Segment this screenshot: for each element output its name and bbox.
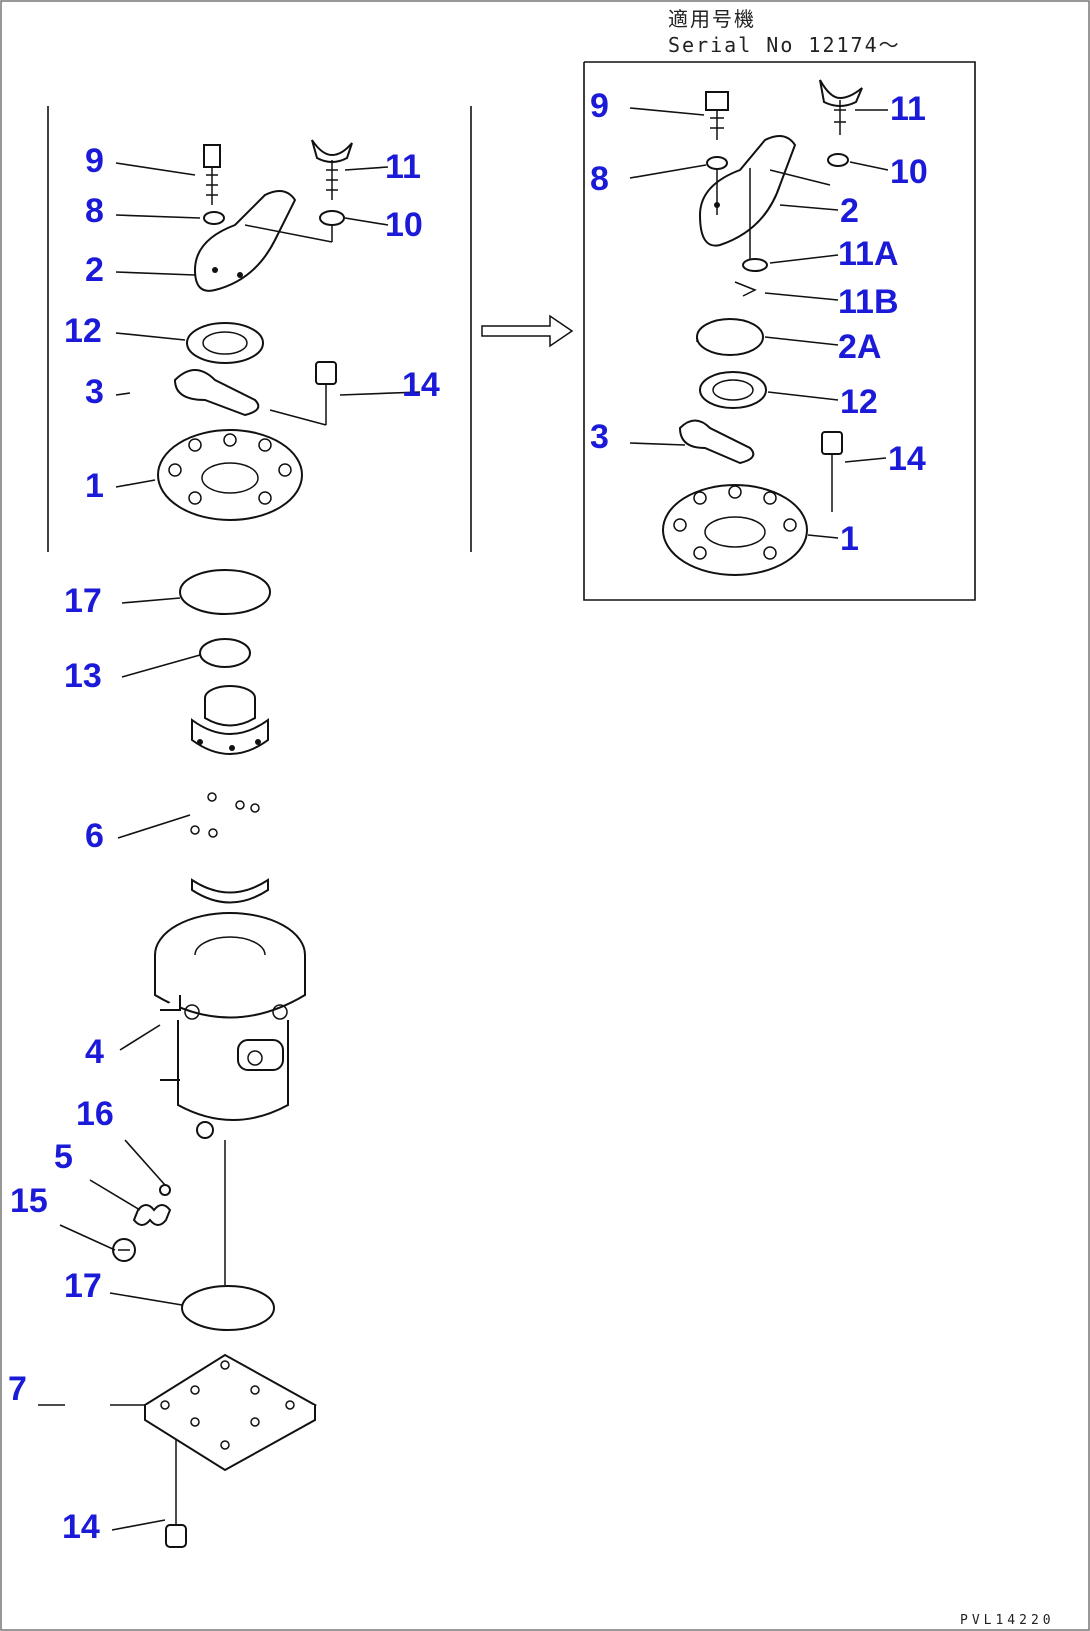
screw-14-left-part: [269, 361, 337, 426]
callout-main-17b: 17: [64, 1267, 102, 1305]
callout-right-14: 14: [888, 440, 926, 478]
serial-kanji: 適用号機: [668, 7, 756, 31]
body-4-part: [154, 912, 306, 1285]
callout-main-14: 14: [62, 1508, 100, 1546]
callouts: 9 8 2 12 3 1 11 10 14 17 13 6 4 16 5 15 …: [8, 87, 928, 1546]
balls-6-part: [190, 792, 260, 838]
callout-main-4: 4: [85, 1033, 104, 1071]
ball-16-part: [159, 1184, 171, 1196]
callout-main-6: 6: [85, 817, 104, 855]
callout-main-7: 7: [8, 1370, 27, 1408]
washer-8-part: [203, 211, 225, 225]
flange-1r-part: [662, 484, 808, 576]
callout-main-15: 15: [10, 1182, 48, 1220]
callout-right-10: 10: [890, 153, 928, 191]
wing-bolt-11r-part: [819, 79, 863, 135]
callout-right-1: 1: [840, 520, 859, 558]
cover-2-part: [193, 190, 333, 292]
oring-17-bottom-part: [181, 1285, 275, 1331]
bolt-9-part: [203, 144, 221, 205]
drawing-code: PVL14220: [960, 1613, 1055, 1628]
callout-left-8: 8: [85, 192, 104, 230]
callout-main-13: 13: [64, 657, 102, 695]
cap-2a-part: [696, 318, 764, 356]
main-column: [112, 569, 318, 1548]
callout-main-16: 16: [76, 1095, 114, 1133]
callout-right-11: 11: [890, 90, 926, 128]
right-box-border: [583, 61, 976, 601]
callout-left-2: 2: [85, 251, 104, 289]
callout-right-2a: 2A: [838, 328, 881, 366]
callout-right-3: 3: [590, 418, 609, 456]
screw-14-bottom-part: [165, 1500, 187, 1548]
oring-17-top-part: [179, 569, 271, 615]
callout-left-9: 9: [85, 142, 104, 180]
seal-12-part: [186, 322, 264, 364]
washer-11a-part: [742, 258, 768, 272]
bolt-9r-part: [705, 91, 729, 140]
left-old-assembly: [47, 106, 472, 552]
pin-11b-part: [734, 281, 757, 297]
callout-left-3: 3: [85, 373, 104, 411]
arrow-icon: [481, 314, 574, 348]
cover-2r-part: [698, 135, 831, 260]
callout-left-11: 11: [385, 148, 421, 186]
callout-main-5: 5: [54, 1138, 73, 1176]
callout-main-17a: 17: [64, 582, 102, 620]
callout-right-9: 9: [590, 87, 609, 125]
leader-lines: [38, 107, 889, 1531]
callout-left-1: 1: [85, 467, 104, 505]
washer-10r-part: [827, 153, 849, 167]
right-new-assembly: [583, 61, 976, 601]
washer-10-part: [319, 210, 345, 226]
flange-1-part: [157, 429, 303, 521]
plate-3-part: [173, 369, 260, 417]
ring-part: [191, 878, 269, 904]
plug-15-part: [112, 1238, 136, 1262]
ring-13-part: [199, 638, 251, 668]
spindle-part: [191, 685, 269, 755]
callout-left-14: 14: [402, 366, 440, 404]
callout-left-10: 10: [385, 206, 423, 244]
screw-14r-part: [821, 431, 843, 512]
callout-right-8: 8: [590, 160, 609, 198]
washer-8r-part: [706, 156, 728, 170]
wing-bolt-11-part: [311, 139, 353, 200]
callout-left-12: 12: [64, 312, 102, 350]
callout-right-11a: 11A: [838, 235, 899, 273]
callout-right-12: 12: [840, 383, 878, 421]
cover-7-part: [143, 1353, 318, 1500]
spring-5-part: [132, 1204, 172, 1226]
plate-3r-part: [678, 419, 755, 465]
callout-right-11b: 11B: [838, 283, 899, 321]
callout-right-2: 2: [840, 192, 859, 230]
seal-12r-part: [699, 371, 767, 409]
serial-label: Serial No 12174～: [668, 33, 901, 57]
